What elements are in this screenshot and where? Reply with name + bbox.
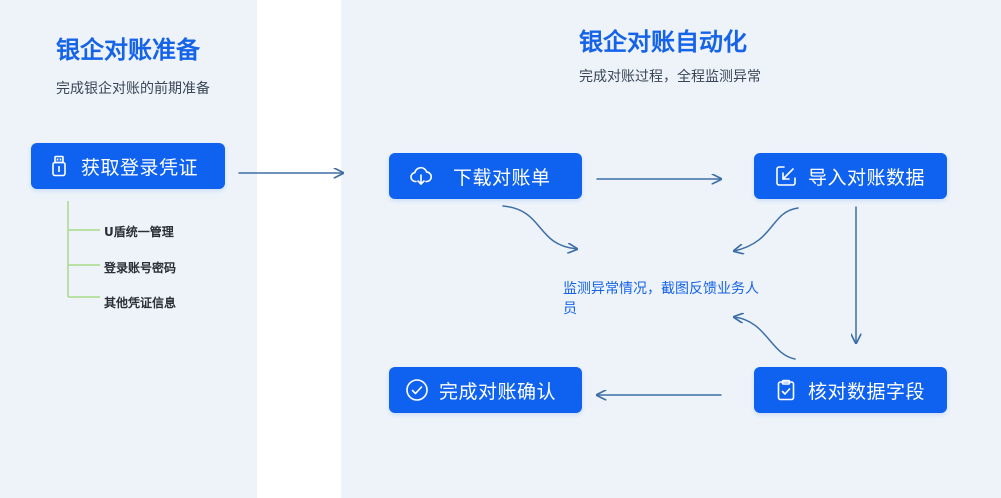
check-fields-label: 核对数据字段 (808, 380, 926, 403)
import-data-button[interactable]: 导入对账数据 (754, 153, 947, 199)
confirm-reconciliation-button[interactable]: 完成对账确认 (389, 367, 582, 413)
left-panel (0, 0, 257, 498)
get-credentials-label: 获取登录凭证 (81, 156, 199, 179)
left-title: 银企对账准备 (56, 36, 200, 64)
right-panel (341, 0, 1001, 498)
cloud-download-icon (409, 164, 433, 188)
left-subtitle: 完成银企对账的前期准备 (56, 81, 210, 97)
credential-item-other: 其他凭证信息 (104, 296, 177, 310)
download-statement-button[interactable]: 下载对账单 (389, 153, 582, 199)
import-icon (774, 164, 798, 188)
clipboard-check-icon (774, 378, 798, 402)
check-fields-button[interactable]: 核对数据字段 (754, 367, 947, 413)
monitor-text: 监测异常情况，截图反馈业务人员 (563, 281, 759, 317)
credential-item-ukey: U盾统一管理 (104, 225, 174, 239)
check-circle-icon (405, 378, 429, 402)
download-statement-label: 下载对账单 (453, 166, 551, 189)
usb-key-icon (47, 154, 71, 178)
right-title: 银企对账自动化 (579, 28, 747, 56)
get-credentials-button[interactable]: 获取登录凭证 (31, 143, 225, 189)
credential-item-password: 登录账号密码 (104, 261, 177, 275)
confirm-reconciliation-label: 完成对账确认 (439, 380, 557, 403)
right-subtitle: 完成对账过程，全程监测异常 (579, 69, 761, 85)
import-data-label: 导入对账数据 (808, 166, 926, 189)
